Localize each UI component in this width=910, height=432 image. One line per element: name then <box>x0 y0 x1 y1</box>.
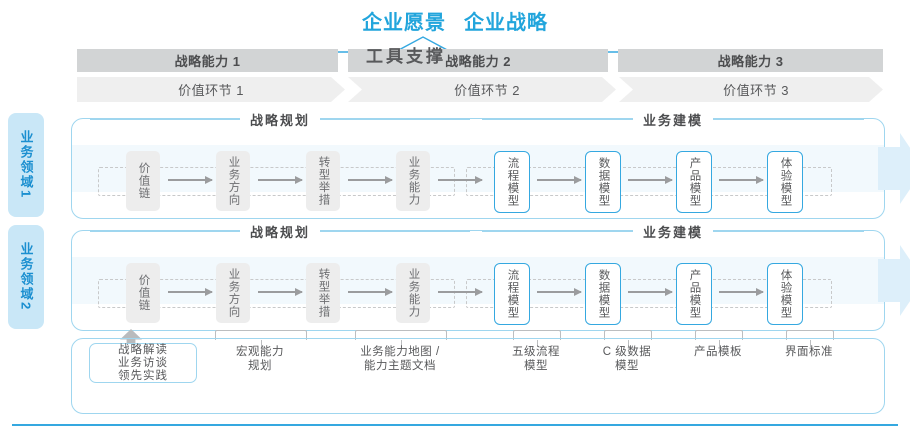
row-2-track-planning <box>98 279 455 308</box>
row-2-node-experience-model[interactable]: 体验模型 <box>767 263 803 325</box>
row-2-band <box>72 257 884 304</box>
value-chevron-2: 价值环节 2 <box>348 77 616 102</box>
bracket-product-template <box>695 330 743 347</box>
bracket-stem <box>628 340 629 347</box>
bracket-stem <box>261 340 262 347</box>
row-2-node-value-chain[interactable]: 价值链 <box>126 263 160 323</box>
domain-row-2: 战略规划 业务建模 价值链 业务方向 转型举措 业务能力 流程模型 数据模型 产… <box>71 221 910 331</box>
title-strategy: 企业战略 <box>464 12 548 34</box>
title-spacer <box>446 12 464 35</box>
value-chevron-3-label: 价值环节 3 <box>723 83 789 98</box>
bottom-divider <box>12 424 898 426</box>
rule-left <box>482 230 633 232</box>
diagram-title: 企业愿景 企业战略 <box>0 6 910 35</box>
value-chevron-3: 价值环节 3 <box>619 77 883 102</box>
rule-left <box>90 118 240 120</box>
domain-tab-1-label: 业务领域 <box>18 130 34 191</box>
row-1-arrow-4 <box>438 175 483 184</box>
row-1-node-business-direction[interactable]: 业务方向 <box>216 151 250 211</box>
capability-bar-3: 战略能力 3 <box>618 49 883 72</box>
tool-support-title: 工具支撑 <box>366 47 446 66</box>
rule-left <box>90 230 240 232</box>
row-1-arrow-1 <box>168 175 213 184</box>
row-2-arrow-7 <box>719 287 764 296</box>
row-1-node-experience-model[interactable]: 体验模型 <box>767 151 803 213</box>
bracket-process-model <box>513 330 561 347</box>
domain-tab-1-number: 1 <box>18 190 34 200</box>
row-1-arrow-2 <box>258 175 303 184</box>
value-chain-chevrons: 价值环节 1 价值环节 2 价值环节 3 <box>77 77 883 102</box>
row-2-section-planning: 战略规划 <box>90 221 471 241</box>
row-1-node-data-model[interactable]: 数据模型 <box>585 151 621 213</box>
rule-right <box>320 230 471 232</box>
bracket-capability-map <box>355 330 447 347</box>
row-1-band <box>72 145 884 192</box>
tool-label-process-model: 五级流程模型 <box>512 346 560 372</box>
row-2-arrow-2 <box>258 287 303 296</box>
row-1-section-planning: 战略规划 <box>90 109 471 129</box>
tool-support-container <box>71 338 885 414</box>
row-2-node-transformation[interactable]: 转型举措 <box>306 263 340 323</box>
row-2-node-process-model[interactable]: 流程模型 <box>494 263 530 325</box>
row-2-planning-label: 战略规划 <box>240 221 321 241</box>
row-1-node-product-model[interactable]: 产品模型 <box>676 151 712 213</box>
row-1-arrow-5 <box>537 175 582 184</box>
bracket-stem <box>537 340 538 347</box>
row-2-node-business-direction[interactable]: 业务方向 <box>216 263 250 323</box>
row-1-arrow-7 <box>719 175 764 184</box>
rule-right <box>713 230 865 232</box>
row-1-node-process-model[interactable]: 流程模型 <box>494 151 530 213</box>
rule-right <box>713 118 865 120</box>
row-1-section-modeling: 业务建模 <box>482 109 865 129</box>
tool-label-data-model: C 级数据模型 <box>602 346 652 372</box>
domain-tab-2-label: 业务领域 <box>18 242 34 303</box>
tool-label-capability-map: 业务能力地图 /能力主题文档 <box>360 346 440 372</box>
rule-right <box>320 118 471 120</box>
row-2-node-data-model[interactable]: 数据模型 <box>585 263 621 325</box>
row-1-node-business-capability[interactable]: 业务能力 <box>396 151 430 211</box>
domain-tab-2-number: 2 <box>18 302 34 312</box>
row-2-section-modeling: 业务建模 <box>482 221 865 241</box>
value-chevron-1-label: 价值环节 1 <box>178 83 244 98</box>
row-1-planning-label: 战略规划 <box>240 109 321 129</box>
row-1-track-planning <box>98 167 455 196</box>
domain-row-1: 战略规划 业务建模 价值链 业务方向 转型举措 业务能力 流程模型 数据模型 产… <box>71 109 910 219</box>
tool-label-product-template: 产品模板 <box>694 346 742 358</box>
row-1-node-value-chain[interactable]: 价值链 <box>126 151 160 211</box>
bracket-ui-standard <box>786 330 834 347</box>
value-chevron-1: 价值环节 1 <box>77 77 345 102</box>
tool-label-macro-capability: 宏观能力规划 <box>236 346 284 372</box>
bracket-stem <box>401 340 402 347</box>
row-1-arrow-3 <box>348 175 393 184</box>
row-2-arrow-4 <box>438 287 483 296</box>
row-2-arrow-3 <box>348 287 393 296</box>
row-2-node-product-model[interactable]: 产品模型 <box>676 263 712 325</box>
value-chevron-2-label: 价值环节 2 <box>454 83 520 98</box>
title-vision: 企业愿景 <box>362 12 446 34</box>
bracket-stem <box>810 340 811 347</box>
bracket-data-model <box>604 330 652 347</box>
row-1-modeling-label: 业务建模 <box>633 109 714 129</box>
row-1-arrow-6 <box>628 175 673 184</box>
row-2-node-business-capability[interactable]: 业务能力 <box>396 263 430 323</box>
row-2-arrow-1 <box>168 287 213 296</box>
bracket-macro-capability <box>215 330 307 347</box>
capability-bar-1: 战略能力 1 <box>77 49 338 72</box>
row-2-arrow-5 <box>537 287 582 296</box>
tool-label-ui-standard: 界面标准 <box>785 346 833 358</box>
row-1-flow-arrow <box>878 133 910 204</box>
row-2-track-modeling <box>466 279 832 308</box>
row-1-node-transformation[interactable]: 转型举措 <box>306 151 340 211</box>
tool-chip-strategy-interpretation[interactable]: 战略解读业务访谈领先实践 <box>89 343 197 383</box>
row-1-track-modeling <box>466 167 832 196</box>
rule-left <box>482 118 633 120</box>
row-2-modeling-label: 业务建模 <box>633 221 714 241</box>
row-2-arrow-6 <box>628 287 673 296</box>
capability-bar-2: 战略能力 2 <box>348 49 608 72</box>
bracket-stem <box>719 340 720 347</box>
row-2-flow-arrow <box>878 245 910 316</box>
